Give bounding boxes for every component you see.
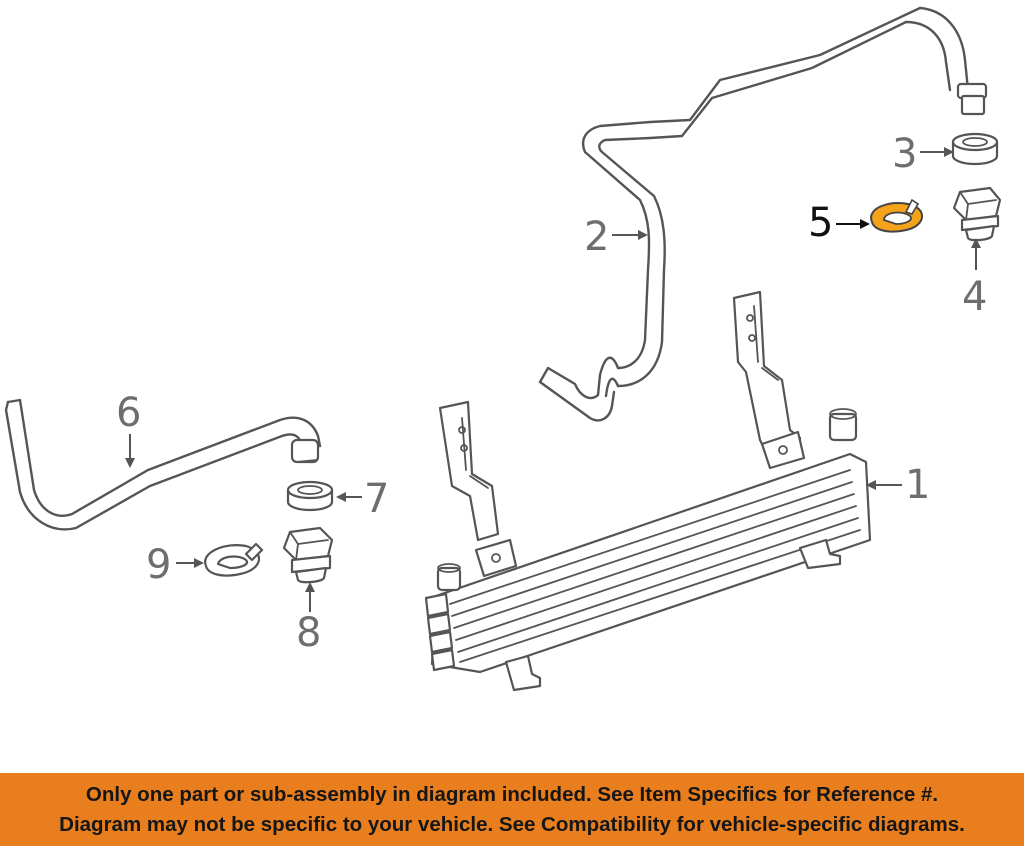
callout-4: 4 bbox=[962, 274, 987, 320]
callout-arrows bbox=[125, 147, 981, 612]
connector-part-8 bbox=[282, 526, 334, 584]
callout-5: 5 bbox=[808, 200, 833, 246]
oil-cooler-part-1 bbox=[424, 290, 872, 692]
callout-8: 8 bbox=[296, 610, 321, 656]
callout-labels: 1 2 3 4 5 6 7 8 9 bbox=[116, 131, 987, 656]
seal-part-7 bbox=[286, 480, 334, 512]
parts-diagram: 1 2 3 4 5 6 7 8 9 bbox=[4, 6, 1002, 692]
callout-9: 9 bbox=[146, 542, 171, 588]
disclaimer-line-2: Diagram may not be specific to your vehi… bbox=[59, 812, 965, 836]
seal-part-3 bbox=[951, 132, 999, 166]
inlet-tube-part-6 bbox=[4, 398, 322, 531]
retainer-clip-part-9 bbox=[204, 542, 264, 577]
disclaimer-line-1: Only one part or sub-assembly in diagram… bbox=[85, 782, 939, 806]
callout-6: 6 bbox=[116, 390, 141, 436]
connector-part-4 bbox=[952, 186, 1002, 242]
retainer-clip-part-5 bbox=[870, 198, 923, 233]
disclaimer-banner: Only one part or sub-assembly in diagram… bbox=[0, 773, 1024, 846]
callout-3: 3 bbox=[892, 131, 917, 177]
callout-7: 7 bbox=[364, 476, 389, 522]
callout-1: 1 bbox=[905, 462, 930, 508]
outlet-tube-part-2 bbox=[538, 6, 988, 422]
callout-2: 2 bbox=[584, 214, 609, 260]
